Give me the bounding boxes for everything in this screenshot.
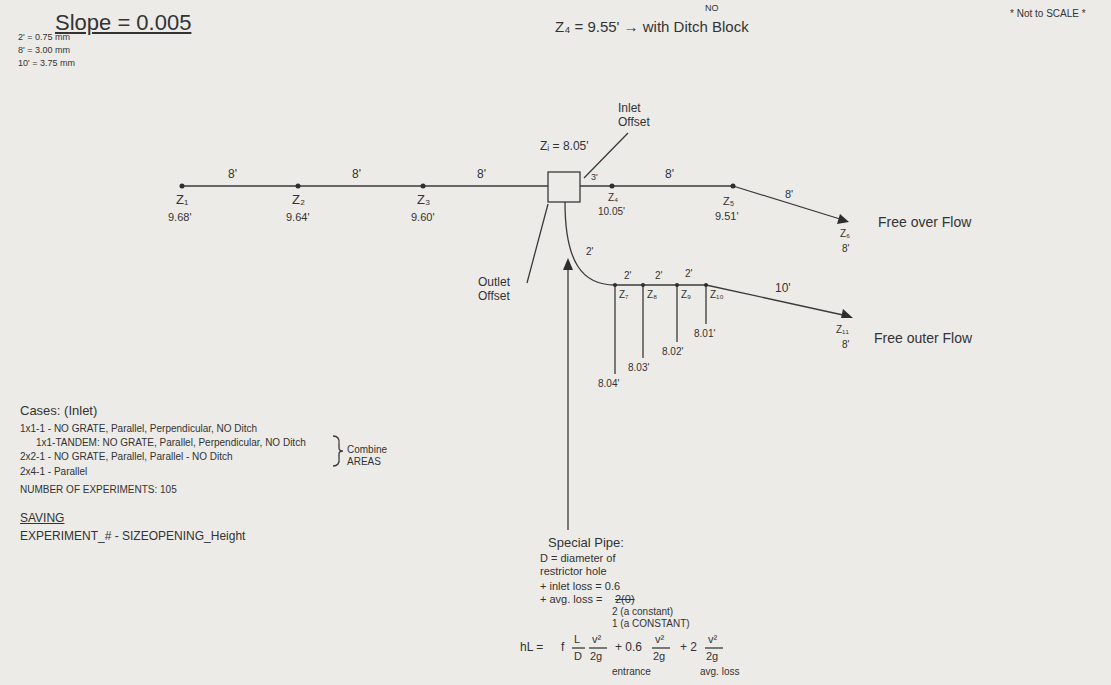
sketch-note: 2g — [653, 650, 665, 663]
sketch-note: + avg. loss = — [540, 593, 602, 606]
sketch-note: 8.04' — [598, 378, 619, 390]
sketch-note: 2 (a constant) — [612, 606, 673, 618]
sketch-note: + 0.6 — [615, 641, 642, 655]
sketch-note: Free over Flow — [878, 214, 971, 230]
sketch-note: 8' — [785, 188, 793, 201]
sketch-note: v² — [708, 633, 717, 646]
sketch-note: 8' — [477, 168, 486, 182]
sketch-note: * Not to SCALE * — [1010, 8, 1086, 20]
sketch-note: D = diameter of restrictor hole — [540, 552, 648, 577]
sketch-note: 2' = 0.75 mm — [18, 32, 70, 42]
sketch-note: Z₉ — [681, 289, 691, 301]
sketch-note: Cases: (Inlet) — [20, 404, 97, 419]
sketch-note: 9.68' — [168, 211, 192, 224]
sketch-note: + inlet loss = 0.6 — [540, 580, 620, 593]
sketch-note: Z₇ — [619, 289, 629, 301]
sketch-note: Free outer Flow — [874, 330, 972, 346]
sketch-note: 8' — [842, 243, 849, 255]
sketch-note: 2x4-1 - Parallel — [20, 466, 87, 478]
sketch-note: 10' = 3.75 mm — [18, 58, 75, 68]
sketch-note: Outlet Offset — [478, 276, 533, 304]
sketch-note: Zᵢ = 8.05' — [540, 140, 589, 154]
sketch-note: SAVING — [20, 512, 64, 526]
sketch-note: Z₆ — [840, 228, 850, 240]
sketch-note: 8' — [665, 168, 674, 182]
sketch-note: 2' — [624, 270, 631, 282]
sketch-note: L — [574, 633, 580, 646]
sketch-note: Z₁₀ — [710, 289, 724, 301]
sketch-note: D — [574, 650, 582, 663]
sketch-note: Z₃ — [417, 193, 430, 208]
sketch-note: 2' — [586, 246, 593, 258]
sketch-note: 2' — [685, 268, 692, 280]
sketch-note: Combine AREAS — [347, 444, 409, 467]
sketch-note: Slope = 0.005 — [55, 10, 191, 35]
sketch-note: 8.01' — [694, 328, 715, 340]
sketch-note: 9.60' — [411, 211, 435, 224]
sketch-note: Z₅ — [723, 195, 734, 208]
sketch-note: 2g — [590, 650, 602, 663]
sketch-note: 1x1-1 - NO GRATE, Parallel, Perpendicula… — [20, 423, 257, 435]
sketch-note: 8' — [352, 168, 361, 182]
sketch-note: 8.02' — [662, 346, 683, 358]
sketch-note: Z₁₁ — [836, 324, 849, 336]
sketch-note: EXPERIMENT_# - SIZEOPENING_Height — [20, 530, 245, 544]
sketch-note: Inlet Offset — [618, 102, 670, 130]
sketch-note: 8' — [842, 339, 849, 351]
sketch-note: 10' — [775, 282, 791, 296]
sketch-note: Z₂ — [292, 193, 305, 208]
sketch-note: NUMBER OF EXPERIMENTS: 105 — [20, 484, 177, 496]
sketch-note: 2' — [655, 270, 662, 282]
sketch-note: 8' = 3.00 mm — [18, 45, 70, 55]
sketch-note: NO — [705, 3, 719, 13]
sketch-note: + 2 — [680, 641, 697, 655]
sketch-note: f — [561, 641, 564, 655]
sketch-note: Z₄ — [608, 192, 618, 204]
sketch-note: 2x2-1 - NO GRATE, Parallel, Parallel - N… — [20, 451, 233, 463]
sketch-note: Z₈ — [647, 289, 657, 301]
sketch-note: hL = — [520, 641, 543, 655]
sketch-note: v² — [655, 633, 664, 646]
sketch-note: 3' — [591, 172, 598, 182]
sketch-note: 9.51' — [715, 210, 739, 223]
sketch-note: Z₁ — [176, 193, 188, 208]
sketch-note: 2g — [706, 650, 718, 663]
sketch-note: 9.64' — [286, 211, 310, 224]
sketch-note: avg. loss — [700, 666, 739, 678]
sketch-note: 1 (a CONSTANT) — [612, 618, 690, 630]
sketch-note: 10.05' — [598, 206, 625, 218]
sketch-note: 8' — [228, 168, 237, 182]
sketch-note: 1x1-TANDEM: NO GRATE, Parallel, Perpendi… — [36, 437, 306, 449]
sketch-note: entrance — [612, 666, 651, 678]
sketch-note: Z₄ = 9.55' → with Ditch Block — [555, 18, 749, 35]
sketch-note: 8.03' — [628, 362, 649, 374]
sketch-note: 2(0) — [615, 593, 635, 606]
sketch-note: v² — [592, 633, 601, 646]
sketch-note: Special Pipe: — [548, 536, 624, 551]
